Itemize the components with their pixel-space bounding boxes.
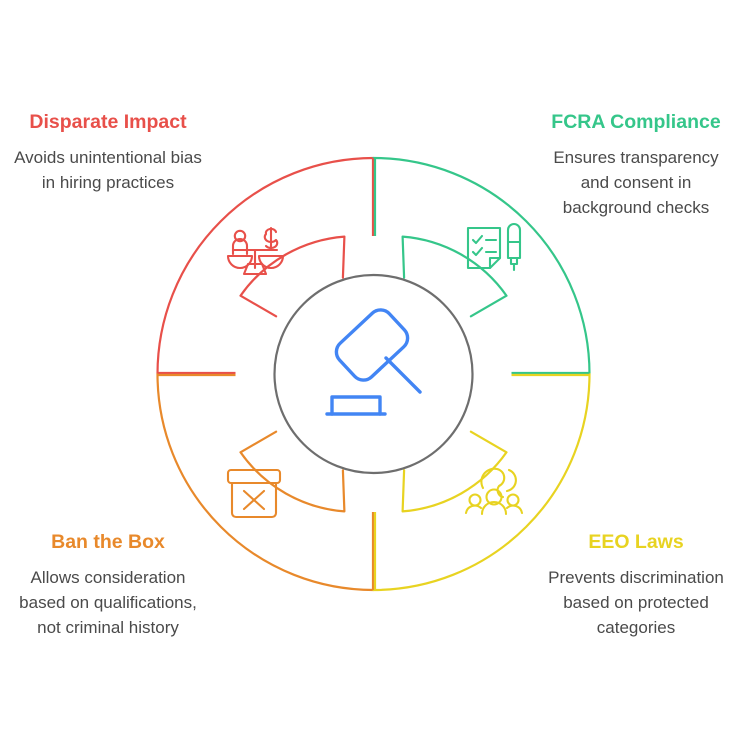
segment-title-ban-the-box: Ban the Box (51, 531, 165, 553)
segment-description-eeo-laws: Prevents discrimination based on protect… (548, 568, 724, 637)
inner-circle (273, 273, 474, 475)
chevron-disparate-impact (239, 235, 346, 318)
outer-arc-eeo-laws (372, 372, 591, 592)
outer-arc-fcra-compliance (372, 156, 591, 376)
balance-scale-person-money-icon (226, 226, 285, 276)
segment-description-ban-the-box: Allows consideration based on qualificat… (19, 568, 197, 637)
outer-arc-ban-the-box (156, 372, 375, 592)
chevron-fcra-compliance (401, 235, 508, 318)
segment-description-disparate-impact: Avoids unintentional bias in hiring prac… (14, 148, 202, 193)
segment-title-disparate-impact: Disparate Impact (29, 111, 187, 133)
segment-label-fcra-compliance: FCRA Compliance Ensures transparency and… (538, 110, 734, 220)
chevron-ban-the-box (239, 430, 346, 513)
group-of-people-icon (464, 467, 524, 516)
segment-title-eeo-laws: EEO Laws (588, 531, 684, 553)
segment-label-ban-the-box: Ban the Box Allows consideration based o… (10, 530, 206, 640)
gavel-icon (325, 308, 422, 416)
segment-description-fcra-compliance: Ensures transparency and consent in back… (553, 148, 719, 217)
checklist-document-pen-icon (466, 222, 522, 272)
segment-title-fcra-compliance: FCRA Compliance (551, 111, 721, 133)
segment-label-disparate-impact: Disparate Impact Avoids unintentional bi… (10, 110, 206, 196)
outer-arc-disparate-impact (156, 156, 375, 376)
chevron-eeo-laws (401, 430, 508, 513)
box-with-x-icon (226, 468, 282, 519)
segment-label-eeo-laws: EEO Laws Prevents discrimination based o… (538, 530, 734, 640)
